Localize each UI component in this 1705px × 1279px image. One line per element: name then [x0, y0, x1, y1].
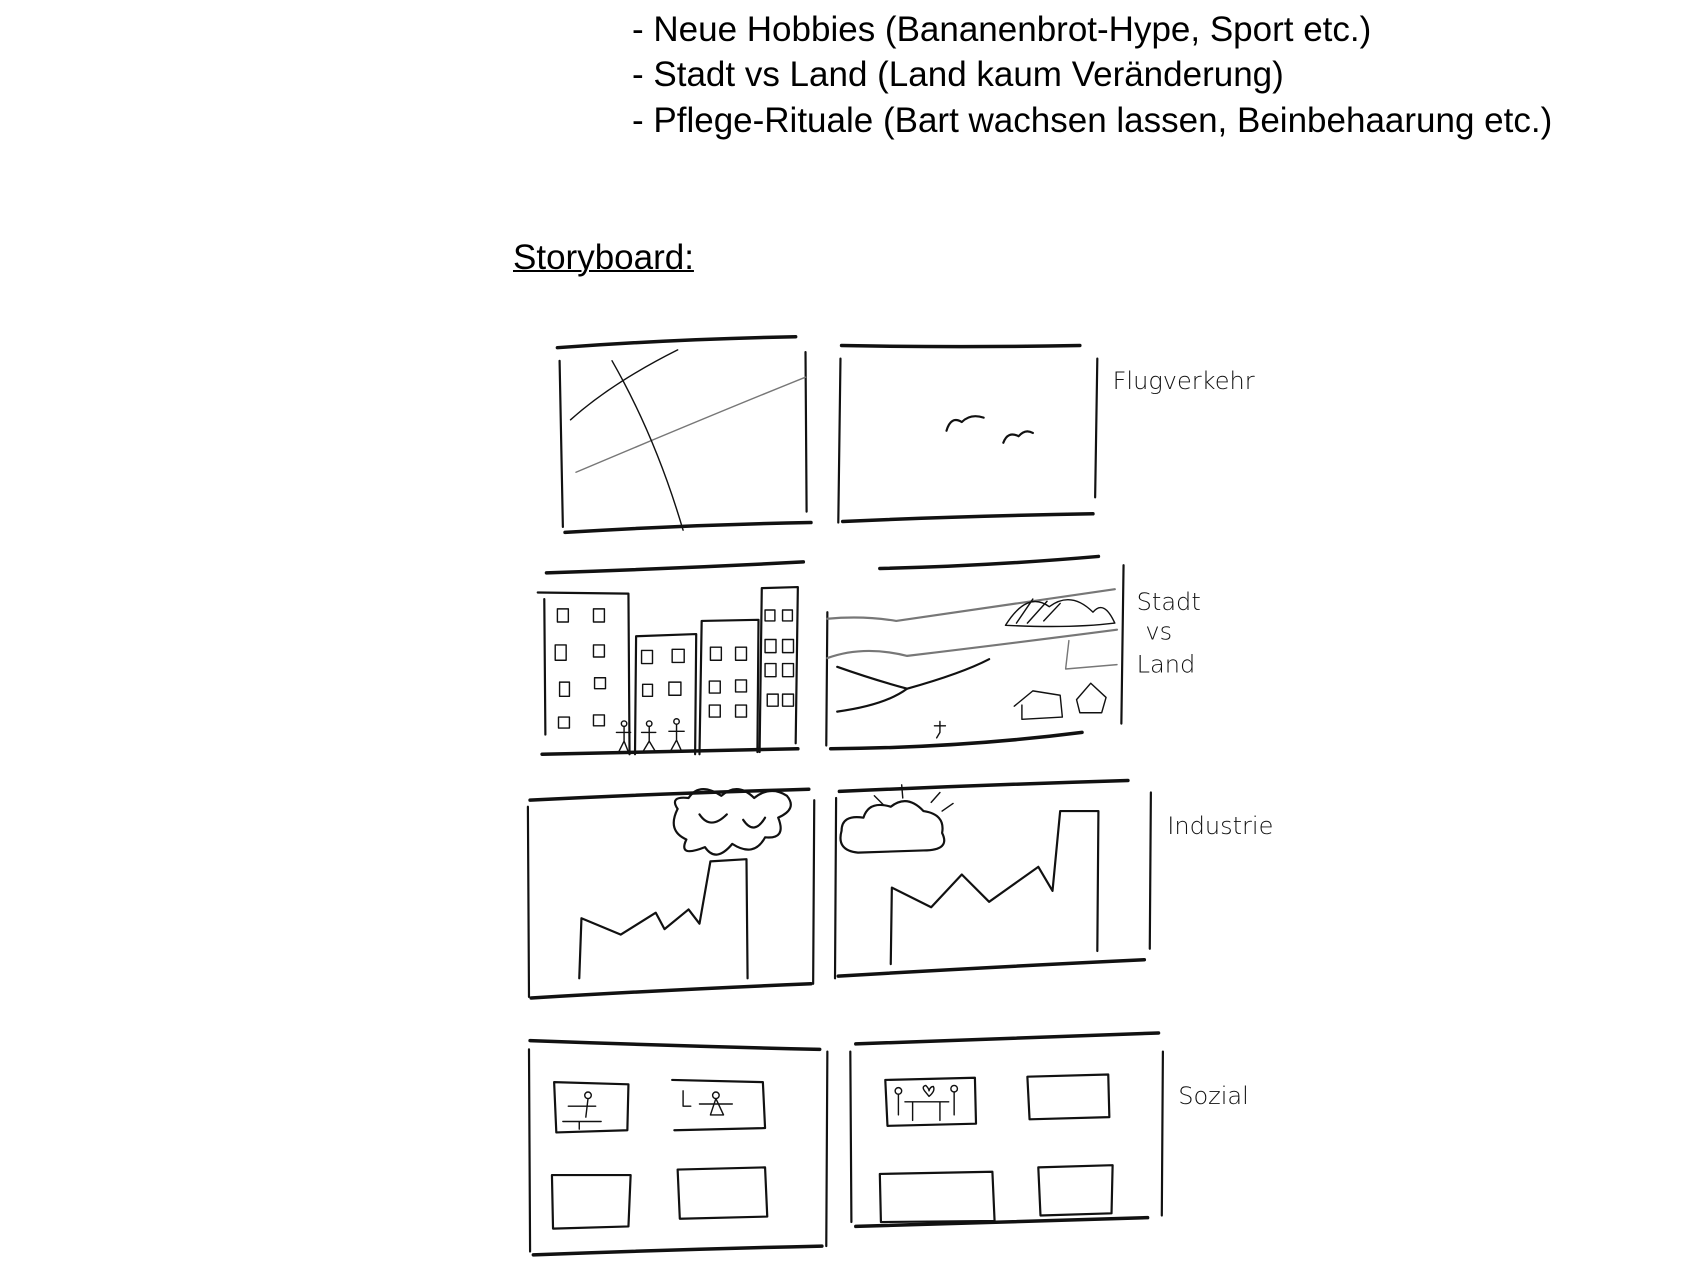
storyboard-row-industrie: Industrie [526, 778, 1273, 1000]
panel-meeting-together [849, 1031, 1164, 1229]
bird-icon [1002, 430, 1034, 444]
cloud-icon [839, 800, 946, 854]
person-icon [933, 720, 947, 739]
heart-icon [922, 1084, 935, 1098]
bird-icon [945, 415, 985, 432]
row-label-vs: vs [1145, 618, 1172, 646]
people-at-table-icon [894, 1084, 959, 1122]
house-icon [1013, 690, 1064, 720]
row-label-land: Land [1137, 650, 1196, 678]
storyboard-row-flugverkehr: Flugverkehr [555, 335, 1255, 535]
sun-rays-icon [873, 784, 954, 812]
panel-countryside [825, 554, 1125, 751]
tree-scribble [1004, 598, 1116, 628]
smoke-cloud [672, 788, 792, 856]
storyboard-row-sozial: Sozial [527, 1031, 1249, 1257]
house-icon [1075, 682, 1107, 714]
bullet-pflege-rituale: - Pflege-Rituale (Bart wachsen lassen, B… [632, 101, 1553, 140]
panel-clean-factory [833, 778, 1152, 980]
people-icon [615, 718, 685, 753]
panel-video-calls [527, 1038, 829, 1257]
storyboard-row-stadt-vs-land: Stadt vs Land [536, 554, 1201, 757]
panel-clear-sky-birds [837, 343, 1099, 524]
person-at-desk-icon [562, 1090, 733, 1130]
panel-flight-trails [555, 335, 813, 535]
row-label-industrie: Industrie [1167, 812, 1273, 840]
storyboard-heading: Storyboard: [513, 238, 694, 277]
row-label-stadt: Stadt [1137, 588, 1201, 616]
row-label-flugverkehr: Flugverkehr [1113, 367, 1255, 395]
bullet-stadt-vs-land: - Stadt vs Land (Land kaum Veränderung) [632, 55, 1284, 94]
row-label-sozial: Sozial [1178, 1082, 1249, 1110]
bullet-neue-hobbies: - Neue Hobbies (Bananenbrot-Hype, Sport … [632, 10, 1372, 49]
panel-polluting-factory [526, 787, 816, 1000]
panel-city [536, 560, 806, 757]
